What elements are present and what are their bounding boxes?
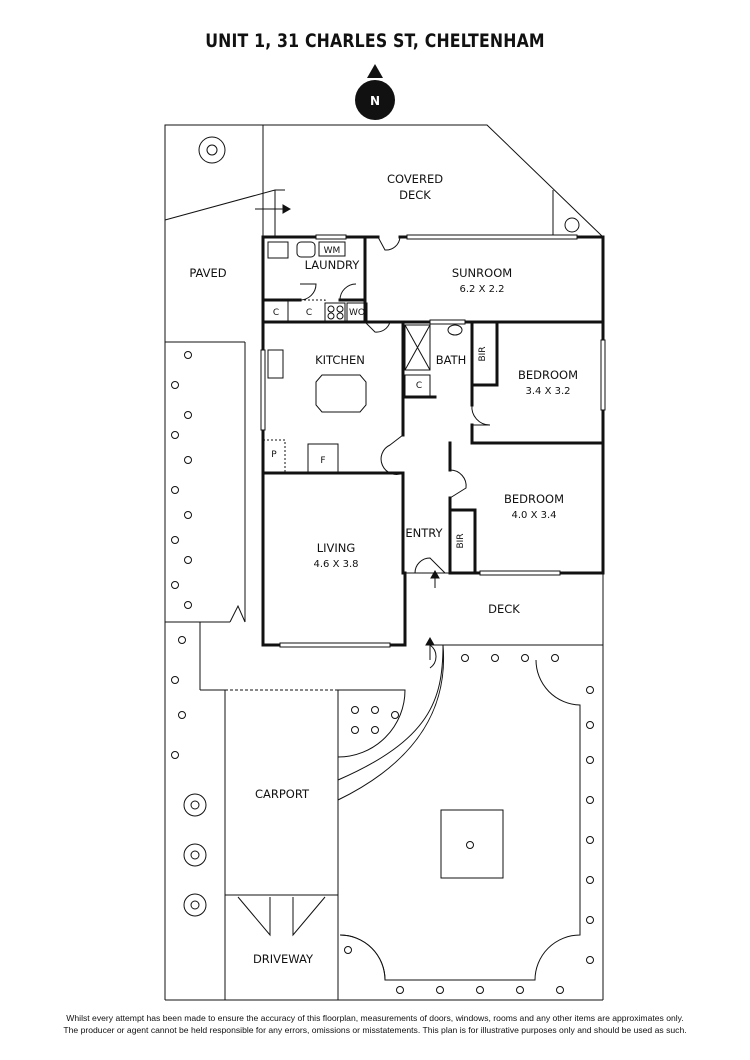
pantry-label: P: [271, 450, 277, 460]
site-boundary: [164, 124, 604, 1001]
bedroom-2-label: BEDROOM: [504, 492, 564, 506]
stove-icon: [327, 305, 344, 320]
kitchen-label: KITCHEN: [315, 353, 365, 367]
bedroom-2-dimensions: 4.0 X 3.4: [511, 510, 556, 521]
carport-label: CARPORT: [255, 787, 310, 801]
door-swings: [299, 236, 491, 669]
fridge-label: F: [320, 456, 325, 466]
living-label: LIVING: [317, 541, 356, 555]
covered-deck-label-1: COVERED: [387, 172, 443, 186]
compass-label: N: [370, 94, 380, 108]
entry-label: ENTRY: [405, 526, 443, 540]
sunroom-dimensions: 6.2 X 2.2: [459, 284, 504, 295]
living-dimensions: 4.6 X 3.8: [313, 559, 358, 570]
cupboard-label-3: C: [416, 381, 422, 391]
disclaimer-line-1: Whilst every attempt has been made to en…: [66, 1013, 684, 1023]
covered-deck-label-2: DECK: [399, 188, 431, 202]
bir-label-2: BIR: [456, 533, 466, 548]
north-compass-icon: N: [355, 64, 395, 120]
windows: [260, 234, 606, 648]
paved-label: PAVED: [189, 266, 226, 280]
laundry-label: LAUNDRY: [305, 258, 361, 272]
bedroom-1-label: BEDROOM: [518, 368, 578, 382]
tree-icons: [183, 136, 580, 917]
cupboard-label-1: C: [273, 308, 279, 318]
building-walls: [261, 235, 605, 647]
entry-arrows: [255, 204, 440, 660]
plan-title: UNIT 1, 31 CHARLES ST, CHELTENHAM: [205, 30, 545, 52]
sunroom-label: SUNROOM: [452, 266, 512, 280]
wood-oven-label: WO: [349, 308, 365, 318]
shrub-dots: [171, 351, 594, 994]
driveway-label: DRIVEWAY: [253, 952, 314, 966]
bath-label: BATH: [436, 353, 467, 367]
disclaimer-line-2: The producer or agent cannot be held res…: [63, 1024, 687, 1035]
fixtures: [262, 241, 463, 474]
washing-machine-label: WM: [324, 246, 341, 256]
bedroom-1-dimensions: 3.4 X 3.2: [525, 386, 570, 397]
deck-label: DECK: [488, 602, 520, 616]
cupboard-label-2: C: [306, 308, 312, 318]
disclaimer: Whilst every attempt has been made to en…: [20, 1013, 730, 1036]
bir-label-1: BIR: [478, 346, 488, 361]
